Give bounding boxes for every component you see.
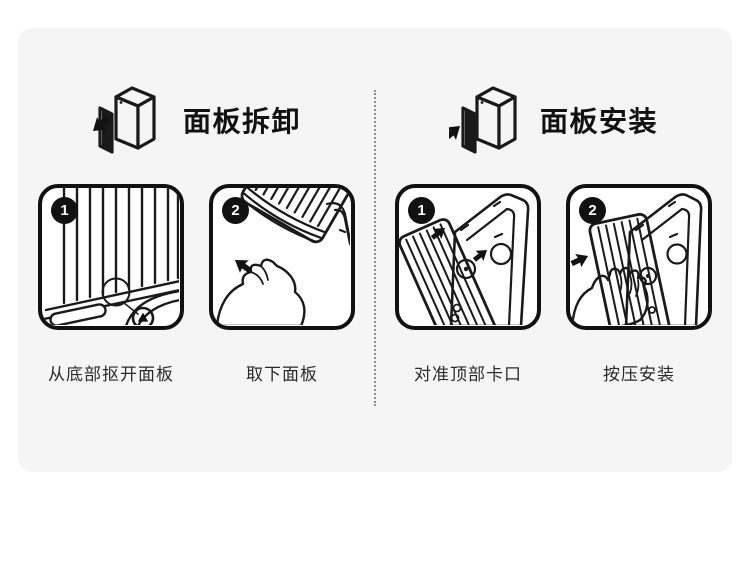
step-caption: 按压安装 xyxy=(603,365,675,384)
section-title: 面板安装 xyxy=(539,106,658,137)
step-press-install: 2 xyxy=(566,184,712,385)
align-top-illustration: 1 xyxy=(395,184,541,330)
step-caption: 对准顶部卡口 xyxy=(414,365,522,384)
install-steps: 1 xyxy=(395,184,712,385)
lift-off-art xyxy=(215,188,350,325)
step-lift-off: 2 xyxy=(209,184,355,385)
step-number-badge: 1 xyxy=(408,197,435,224)
step-pry-bottom: 1 xyxy=(38,184,184,385)
step-number-badge: 2 xyxy=(579,197,606,224)
pry-bottom-illustration: 1 xyxy=(38,184,184,330)
press-install-art xyxy=(570,193,703,325)
align-top-art xyxy=(399,193,530,325)
step-number-badge: 1 xyxy=(51,197,78,224)
section-divider xyxy=(374,90,376,406)
pry-bottom-art xyxy=(42,188,179,325)
install-header: 面板安装 xyxy=(448,84,658,156)
lift-off-illustration: 2 xyxy=(209,184,355,330)
step-align-top: 1 xyxy=(395,184,541,385)
step-number-badge: 2 xyxy=(222,197,249,224)
step-caption: 从底部抠开面板 xyxy=(48,365,174,384)
section-title: 面板拆卸 xyxy=(182,106,301,137)
step-caption: 取下面板 xyxy=(246,365,318,384)
removal-steps: 1 xyxy=(38,184,355,385)
instruction-card: 面板拆卸 1 xyxy=(18,28,732,472)
press-install-illustration: 2 xyxy=(566,184,712,330)
removal-header: 面板拆卸 xyxy=(92,84,301,156)
section-panel-install: 面板安装 1 xyxy=(375,28,732,472)
panel-remove-icon xyxy=(92,86,156,154)
panel-install-icon xyxy=(448,86,517,154)
section-panel-removal: 面板拆卸 1 xyxy=(18,28,375,472)
